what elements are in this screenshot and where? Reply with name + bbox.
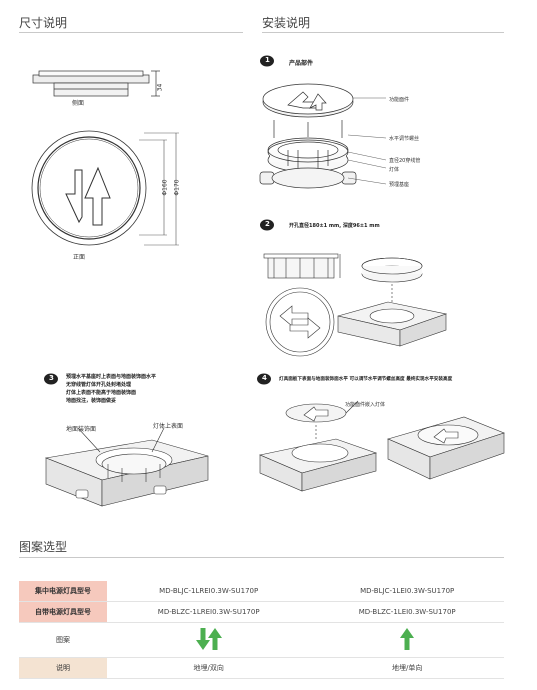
row-head-pattern: 图案 — [19, 622, 107, 658]
install-title-rule — [262, 32, 504, 33]
desc-cell: 地埋/双向 — [107, 657, 311, 679]
step3-line-3: 灯体上表面不能高于地面装饰面 — [66, 390, 137, 396]
step3-line-4: 地面找注，装饰面做妥 — [66, 398, 117, 404]
step3-badge — [44, 373, 58, 385]
step4-drawing — [259, 400, 505, 492]
pattern-section-title: 图案选型 — [19, 540, 68, 554]
step3-drawing — [44, 428, 209, 507]
up-down-arrows-icon — [195, 628, 222, 650]
outer-diameter-label: Φ170 — [173, 179, 181, 196]
up-arrow-icon — [400, 628, 415, 650]
step3-instructions: 预埋水平基座时上表面与地面装饰面水平 无穿线管灯体开孔处封堵处理 灯体上表面不能… — [66, 373, 156, 405]
step4-number: 4 — [262, 374, 267, 382]
table-row: 集中电源灯具型号 MD-BLJC-1LREⅠ0.3W-SU170P MD-BLJ… — [19, 581, 504, 602]
step1-label-lamp-body: 灯体 — [389, 167, 400, 173]
step1-label-face-panel: 功能面件 — [389, 97, 410, 103]
inner-diameter-label: Φ160 — [161, 179, 169, 196]
step1-label-base: 预埋基座 — [389, 182, 410, 188]
row-head-desc: 说明 — [19, 657, 107, 679]
step2-badge — [260, 219, 274, 231]
model-cell: MD-BLZC-1LREⅠ0.3W-SU170P — [107, 601, 311, 623]
size-title-rule — [19, 32, 243, 33]
row-head-self: 自带电源灯具型号 — [19, 601, 107, 623]
step3-label-floor: 地面装饰面 — [66, 426, 97, 433]
table-row: 图案 — [19, 622, 504, 658]
model-cell: MD-BLJC-1LEⅠ0.3W-SU170P — [310, 581, 504, 602]
dimension-drawings — [31, 70, 179, 246]
step1-exploded-drawing — [259, 83, 387, 189]
front-view-drawing — [31, 130, 179, 246]
model-selection-table: 集中电源灯具型号 MD-BLJC-1LREⅠ0.3W-SU170P MD-BLJ… — [19, 581, 504, 679]
model-cell: MD-BLZC-1LEⅠ0.3W-SU170P — [310, 601, 504, 623]
pattern-cell-bidirectional — [107, 622, 311, 658]
step3-line-2: 无穿线管灯体开孔处封堵处理 — [66, 382, 132, 388]
side-view-drawing — [32, 70, 160, 97]
step4-label-embed: 功能面件嵌入灯体 — [345, 402, 386, 408]
step2-number: 2 — [265, 220, 270, 228]
step1-label-leveling-screw: 水平调节螺丝 — [389, 136, 420, 142]
step2-title: 开孔直径180±1 mm, 深度96±1 mm — [289, 223, 380, 229]
side-view-label: 侧面 — [72, 100, 85, 107]
row-head-central: 集中电源灯具型号 — [19, 581, 107, 602]
table-row: 说明 地埋/双向 地埋/单向 — [19, 657, 504, 679]
size-section-title: 尺寸说明 — [19, 16, 68, 30]
step4-badge — [257, 373, 271, 385]
step1-label-conduit: 直径20穿线管 — [389, 158, 421, 164]
step3-label-lamp-top: 灯体上表面 — [153, 423, 184, 430]
step3-line-1: 预埋水平基座时上表面与地面装饰面水平 — [66, 374, 157, 380]
step1-badge — [260, 55, 274, 67]
step4-instructions: 灯具面板下表面与地面装饰面水平 可以调节水平调节螺丝高度 最终实现水平安装高度 — [279, 377, 453, 382]
front-view-label: 正面 — [73, 254, 86, 261]
install-section-title: 安装说明 — [262, 16, 311, 30]
step1-title: 产品部件 — [289, 60, 314, 67]
pattern-cell-unidirectional — [310, 622, 504, 658]
model-cell: MD-BLJC-1LREⅠ0.3W-SU170P — [107, 581, 311, 602]
step1-number: 1 — [265, 56, 270, 64]
height-dimension: 34 — [156, 83, 164, 92]
step2-drawing — [263, 253, 448, 357]
desc-cell: 地埋/单向 — [310, 657, 504, 679]
table-row: 自带电源灯具型号 MD-BLZC-1LREⅠ0.3W-SU170P MD-BLZ… — [19, 601, 504, 623]
step3-number: 3 — [49, 374, 54, 382]
pattern-title-rule — [19, 557, 504, 558]
